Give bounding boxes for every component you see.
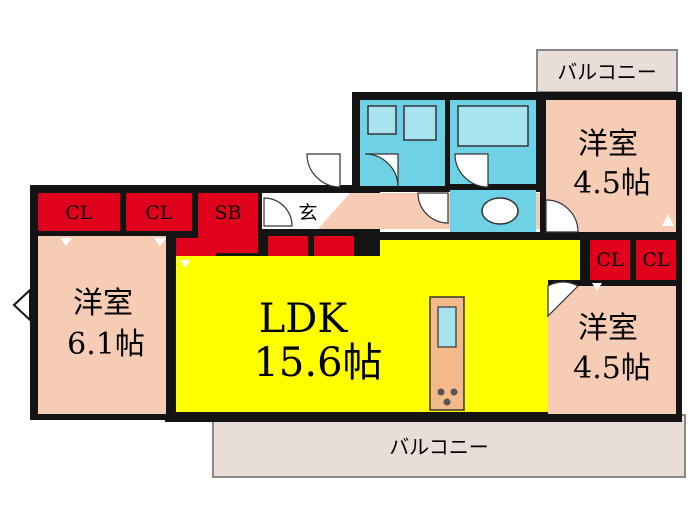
balcony-bottom-label: バルコニー [389,435,489,459]
storage-strip-c [314,236,354,256]
closet-2 [126,193,192,231]
room-north-east-name: 洋室 [578,127,638,162]
closet-4 [636,240,676,280]
bathtub [457,105,529,147]
sink [367,105,397,135]
kitchen-sink [437,306,457,348]
door-swings [263,153,579,318]
entrance-label: 玄 [298,202,317,224]
room-ldk [176,240,580,412]
closet-1 [38,193,120,231]
closet-3-label: CL [596,249,624,271]
closet-door-marks [60,214,674,291]
closet-1-label: CL [65,202,93,224]
ldk-name: LDK [259,296,349,342]
balcony-top-label: バルコニー [557,60,657,84]
room-west-size: 6.1帖 [67,327,145,362]
room-west [38,236,166,414]
room-north-east-size: 4.5帖 [573,166,651,201]
storage-strip-a [176,238,216,256]
stove-burners [437,388,458,406]
closet-3 [590,240,630,280]
shoe-box-label: SB [215,202,242,224]
ldk-size: 15.6帖 [253,340,382,386]
balcony-bottom [212,414,686,478]
washer [403,105,437,141]
room-south-east [548,286,676,414]
room-west-name: 洋室 [73,286,133,321]
room-south-east-size: 4.5帖 [573,351,651,386]
closet-4-label: CL [642,249,670,271]
closet-2-label: CL [145,202,173,224]
hallway [318,193,448,229]
toilet-bowl [481,197,519,225]
west-window-bay [12,287,31,323]
storage-strip-b [268,236,308,256]
balcony-top [536,49,678,93]
room-south-east-name: 洋室 [578,311,638,346]
